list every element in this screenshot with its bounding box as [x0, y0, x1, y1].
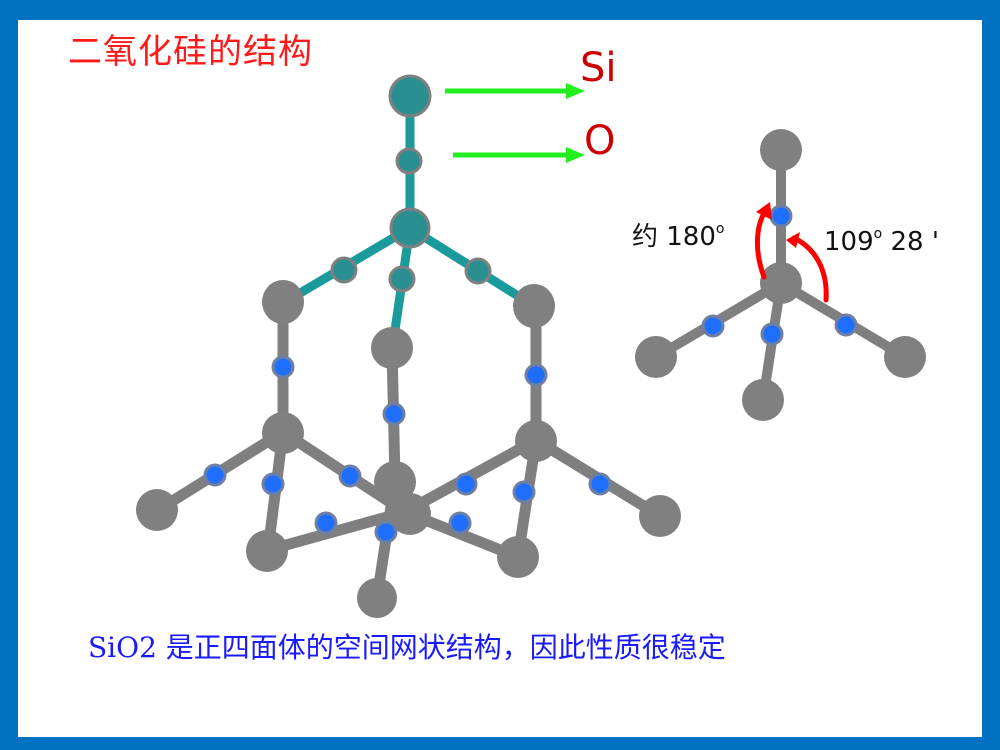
slide-title: 二氧化硅的结构 — [68, 32, 313, 72]
o-atoms — [203, 355, 612, 544]
arrowhead-icon — [756, 202, 772, 220]
degree-symbol: o — [715, 221, 725, 237]
arrowhead-icon — [786, 232, 800, 248]
legend-o-atom — [395, 147, 423, 175]
legend-si-atom — [388, 74, 432, 118]
highlighted-atoms — [330, 74, 492, 293]
slide-canvas — [18, 20, 982, 737]
arrow-right-icon — [566, 83, 585, 99]
tetrahedron-o-atoms — [701, 204, 858, 346]
legend-arrows — [445, 83, 585, 163]
angle-label-180: 约 180o — [632, 216, 724, 253]
slide-caption: SiO2 是正四面体的空间网状结构，因此性质很稳定 — [88, 631, 726, 664]
angle-109-minutes: 28 ' — [882, 227, 939, 257]
angle-label-109: 109o 28 ' — [824, 226, 939, 257]
arrow-right-icon — [566, 147, 585, 163]
si-atoms — [136, 280, 681, 618]
angle-180-value: 约 180 — [632, 222, 716, 252]
degree-symbol: o — [873, 226, 883, 242]
legend-o-label: O — [584, 118, 616, 164]
angle-109-degrees: 109 — [824, 227, 874, 257]
legend-si-label: Si — [580, 45, 617, 91]
tetrahedron-si-atoms — [635, 129, 926, 421]
